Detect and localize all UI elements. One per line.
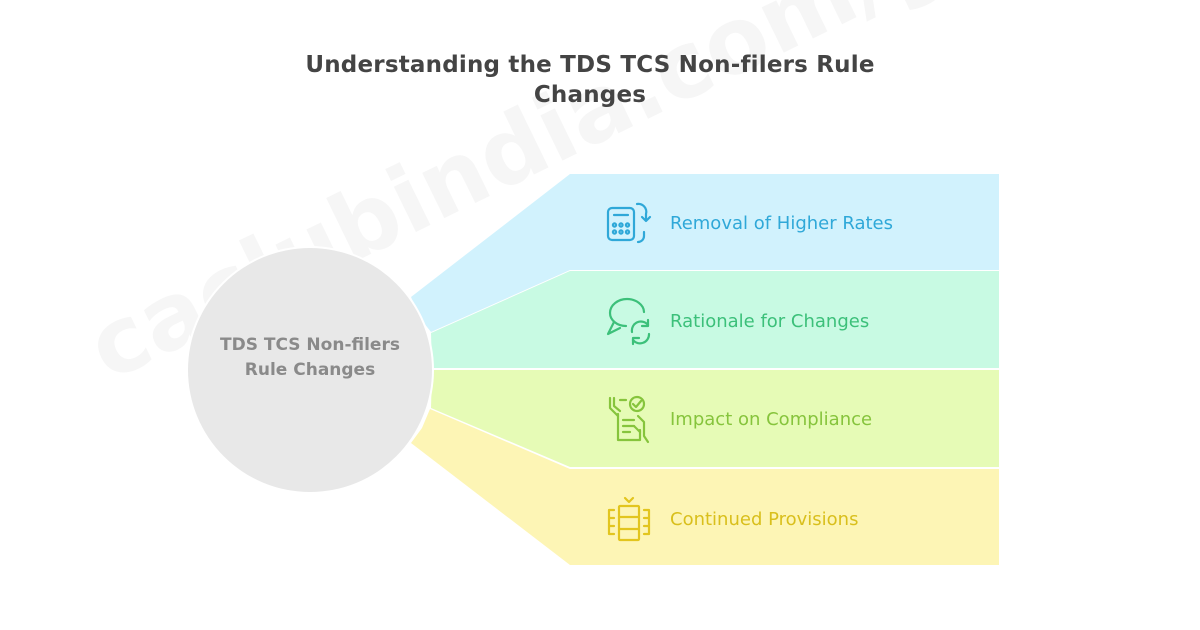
item-continued-provisions: Continued Provisions [604, 494, 858, 544]
item-removal-of-higher-rates: Removal of Higher Rates [604, 198, 893, 248]
stacked-layers-check-icon [607, 496, 651, 542]
item-rationale-for-changes: Rationale for Changes [604, 296, 869, 346]
chat-refresh-icon [606, 297, 651, 346]
item-label: Rationale for Changes [670, 310, 870, 332]
band-continued-provisions [411, 409, 999, 565]
item-label: Removal of Higher Rates [670, 212, 894, 234]
item-impact-on-compliance: Impact on Compliance [604, 394, 872, 444]
band-impact-on-compliance [431, 370, 999, 467]
page-title: Understanding the TDS TCS Non-filers Rul… [305, 52, 875, 108]
band-rationale-for-changes [431, 271, 999, 368]
item-label: Continued Provisions [670, 508, 859, 530]
item-label: Impact on Compliance [670, 408, 873, 430]
document-check-hands-icon [608, 395, 650, 444]
band-removal-of-higher-rates [411, 174, 999, 332]
calculator-refresh-icon [606, 202, 652, 244]
center-label: TDS TCS Non-filers Rule Changes [220, 335, 400, 380]
